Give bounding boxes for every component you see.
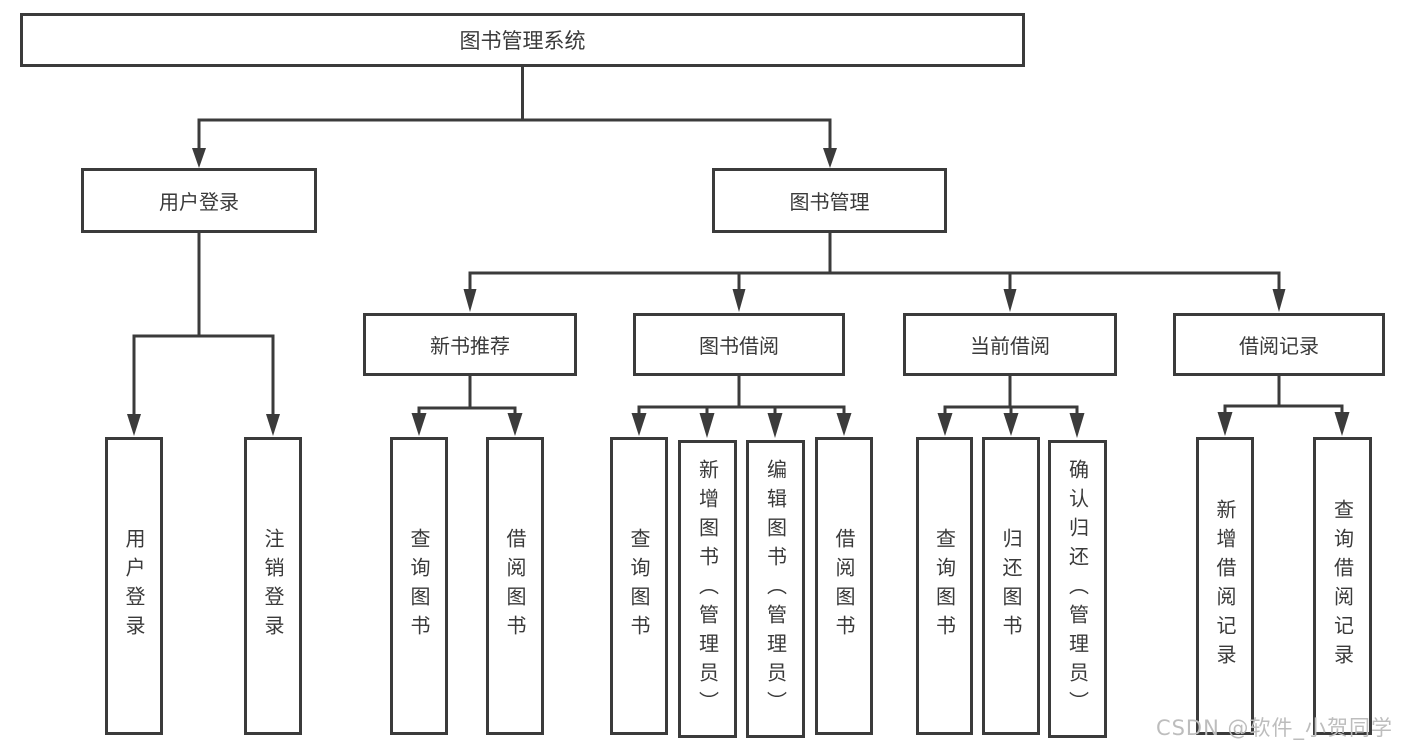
node-current-borrow: 当前借阅: [903, 313, 1117, 376]
leaf-user-login-label: 用户登录: [122, 528, 146, 644]
node-book-borrow: 图书借阅: [633, 313, 845, 376]
arrowhead-down-icon: [507, 413, 523, 436]
node-new-book-recommend-label: 新书推荐: [430, 334, 510, 358]
leaf-current-return-book: 归还图书: [982, 437, 1040, 735]
arrowhead-down-icon: [1003, 289, 1017, 312]
node-book-management-label: 图书管理: [789, 190, 870, 214]
csdn-watermark: CSDN @软件_小贺同学: [1155, 716, 1393, 740]
leaf-records-query-record-label: 查询借阅记录: [1330, 499, 1355, 673]
connector-book-management-lines: [468, 232, 1281, 291]
connector-new-book: [411, 375, 523, 436]
leaf-current-return-book-label: 归还图书: [999, 528, 1023, 644]
leaf-borrow-edit-book-admin: 编辑图书（管理员）: [746, 440, 805, 738]
connector-new-book-lines: [417, 375, 517, 415]
leaf-borrow-add-book-admin-label: 新增图书（管理员）: [695, 458, 720, 720]
leaf-borrow-borrow-book: 借阅图书: [815, 437, 873, 735]
arrowhead-down-icon: [823, 148, 837, 168]
arrowhead-down-icon: [836, 413, 852, 436]
arrowhead-down-icon: [266, 414, 280, 436]
connector-root: [192, 66, 837, 168]
arrowhead-down-icon: [699, 413, 715, 438]
leaf-recommend-borrow-book-label: 借阅图书: [503, 528, 527, 644]
arrowhead-down-icon: [631, 413, 647, 436]
node-root-label: 图书管理系统: [459, 29, 586, 53]
leaf-recommend-query-book: 查询图书: [390, 437, 448, 735]
connector-current-borrow: [937, 375, 1085, 438]
leaf-borrow-add-book-admin: 新增图书（管理员）: [678, 440, 737, 738]
arrowhead-down-icon: [1334, 412, 1350, 436]
arrowhead-down-icon: [1069, 413, 1085, 438]
leaf-logout-label: 注销登录: [261, 528, 285, 644]
connector-root-lines: [197, 66, 832, 150]
leaf-borrow-query-book-label: 查询图书: [627, 528, 651, 644]
connector-borrow-records: [1217, 375, 1350, 436]
leaf-records-query-record: 查询借阅记录: [1313, 437, 1372, 735]
node-user-login: 用户登录: [81, 168, 317, 233]
arrowhead-down-icon: [127, 414, 141, 436]
arrowhead-down-icon: [411, 413, 427, 436]
connector-borrow-records-lines: [1223, 375, 1344, 414]
arrowhead-down-icon: [732, 289, 746, 312]
node-borrow-records: 借阅记录: [1173, 313, 1385, 376]
leaf-borrow-query-book: 查询图书: [610, 437, 668, 735]
connector-book-borrow-lines: [637, 375, 846, 415]
arrowhead-down-icon: [1003, 413, 1019, 436]
connector-user-login: [127, 232, 280, 436]
arrowhead-down-icon: [767, 413, 783, 438]
leaf-current-query-book: 查询图书: [916, 437, 973, 735]
leaf-recommend-query-book-label: 查询图书: [407, 528, 431, 644]
leaf-records-add-record: 新增借阅记录: [1196, 437, 1254, 735]
leaf-current-confirm-return-admin-label: 确认归还（管理员）: [1065, 458, 1090, 720]
node-root: 图书管理系统: [20, 13, 1025, 67]
node-current-borrow-label: 当前借阅: [970, 334, 1050, 358]
leaf-logout: 注销登录: [244, 437, 302, 735]
leaf-current-query-book-label: 查询图书: [932, 528, 957, 644]
node-book-management: 图书管理: [712, 168, 947, 233]
arrowhead-down-icon: [1272, 289, 1286, 312]
connector-book-management: [463, 232, 1286, 312]
node-book-borrow-label: 图书借阅: [699, 334, 779, 358]
connector-current-borrow-lines: [943, 375, 1079, 415]
node-borrow-records-label: 借阅记录: [1239, 334, 1319, 358]
leaf-user-login: 用户登录: [105, 437, 163, 735]
arrowhead-down-icon: [937, 413, 953, 436]
arrowhead-down-icon: [463, 289, 477, 312]
leaf-records-add-record-label: 新增借阅记录: [1213, 499, 1237, 673]
leaf-borrow-edit-book-admin-label: 编辑图书（管理员）: [763, 458, 788, 720]
arrowhead-down-icon: [1217, 412, 1233, 436]
leaf-borrow-borrow-book-label: 借阅图书: [832, 528, 856, 644]
leaf-current-confirm-return-admin: 确认归还（管理员）: [1048, 440, 1107, 738]
node-user-login-label: 用户登录: [159, 190, 239, 214]
node-new-book-recommend: 新书推荐: [363, 313, 577, 376]
arrowhead-down-icon: [192, 148, 206, 168]
leaf-recommend-borrow-book: 借阅图书: [486, 437, 544, 735]
connector-user-login-lines: [132, 232, 275, 416]
connector-book-borrow: [631, 375, 852, 438]
